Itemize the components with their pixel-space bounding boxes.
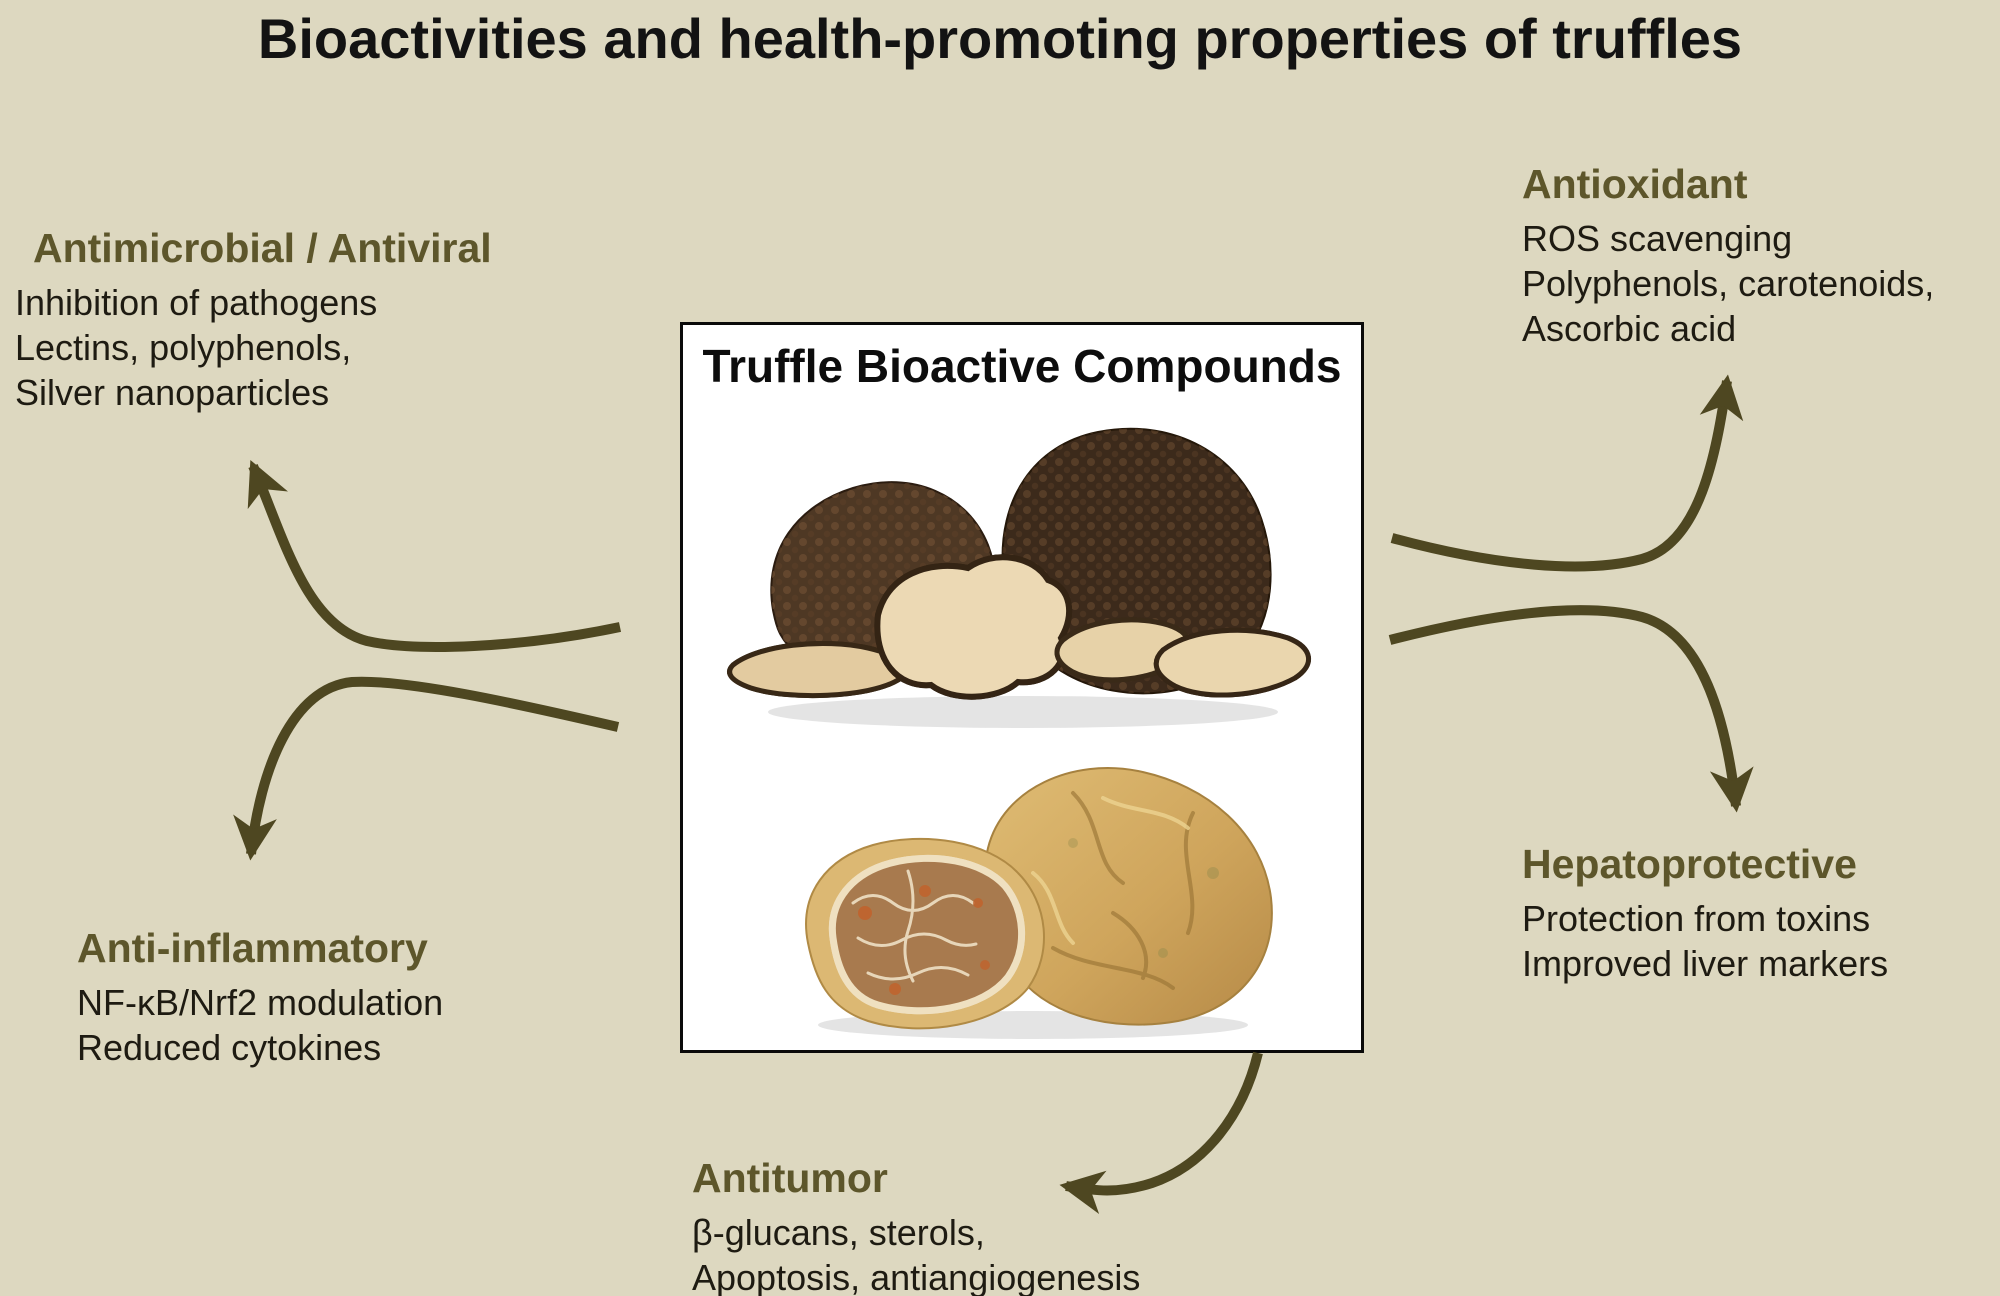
- section-line: Apoptosis, antiangiogenesis: [692, 1257, 1141, 1296]
- section-antimicrobial: Antimicrobial / Antiviral Inhibition of …: [15, 222, 492, 415]
- section-line: ROS scavenging: [1522, 218, 1793, 259]
- section-line: Ascorbic acid: [1522, 308, 1737, 349]
- section-line: β-glucans, sterols,: [692, 1212, 985, 1253]
- connector-arrow-anti-inflammatory: [233, 676, 620, 861]
- section-heading: Antioxidant: [1522, 161, 1748, 207]
- section-heading: Antitumor: [692, 1155, 888, 1201]
- section-line: Reduced cytokines: [77, 1027, 382, 1068]
- black-truffles-photo: [703, 427, 1343, 728]
- connector-arrow-hepatoprotective: [1388, 605, 1754, 813]
- center-box-title: Truffle Bioactive Compounds: [702, 340, 1342, 392]
- section-line: Inhibition of pathogens: [15, 282, 378, 323]
- black-truffle-right: [1001, 427, 1272, 695]
- section-hepatoprotective: Hepatoprotective Protection from toxins …: [1522, 838, 1888, 986]
- section-line: Protection from toxins: [1522, 898, 1871, 939]
- section-heading: Anti-inflammatory: [77, 925, 428, 971]
- white-truffle-whole: [983, 767, 1273, 1026]
- white-truffle-cut: [805, 837, 1045, 1030]
- section-antioxidant: Antioxidant ROS scavenging Polyphenols, …: [1522, 158, 1934, 351]
- section-heading: Antimicrobial / Antiviral: [33, 225, 492, 271]
- section-line: Silver nanoparticles: [15, 372, 330, 413]
- section-line: Polyphenols, carotenoids,: [1522, 263, 1935, 304]
- section-line: NF-κB/Nrf2 modulation: [77, 982, 444, 1023]
- section-antitumor: Antitumor β-glucans, sterols, Apoptosis,…: [692, 1152, 1140, 1296]
- page-title: Bioactivities and health-promoting prope…: [257, 7, 1743, 70]
- connector-arrow-antioxidant: [1390, 374, 1744, 572]
- center-box: Truffle Bioactive Compounds: [680, 322, 1364, 1053]
- white-truffles-photo: [805, 767, 1273, 1039]
- truffle-slices: [730, 557, 1309, 696]
- connector-arrow-antimicrobial: [247, 459, 622, 652]
- section-anti-inflammatory: Anti-inflammatory NF-κB/Nrf2 modulation …: [77, 922, 443, 1070]
- section-line: Lectins, polyphenols,: [15, 327, 352, 368]
- section-heading: Hepatoprotective: [1522, 841, 1857, 887]
- section-line: Improved liver markers: [1522, 943, 1889, 984]
